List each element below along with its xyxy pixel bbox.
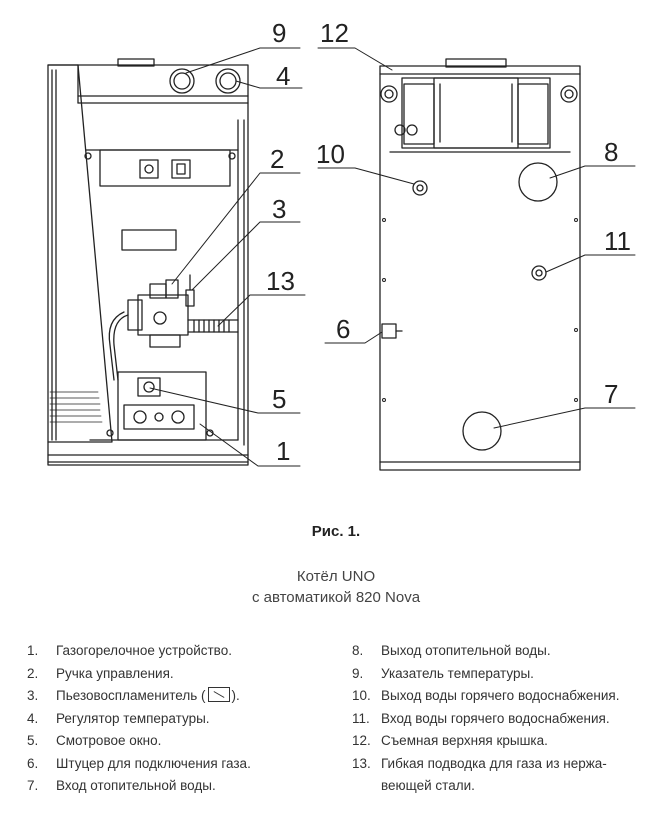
callout-13: 13 bbox=[266, 266, 295, 296]
legend-item: 1. Газогорелочное устройство. bbox=[27, 640, 327, 663]
legend-item: 13. Гибкая подводка для газа из нержа- bbox=[352, 753, 667, 776]
temperature-indicator bbox=[169, 68, 195, 94]
legend-number: 10. bbox=[352, 688, 371, 703]
legend-number: 13. bbox=[352, 755, 371, 771]
callout-1: 1 bbox=[276, 436, 290, 466]
piezo-igniter-icon bbox=[207, 687, 230, 702]
callout-8: 8 bbox=[604, 137, 618, 167]
legend-item: 11. Вход воды горячего водоснабжения. bbox=[352, 708, 667, 731]
legend-item: 7. Вход отопительной воды. bbox=[27, 775, 327, 798]
heating-water-outlet bbox=[518, 162, 558, 202]
legend-text: Смотровое окно. bbox=[56, 733, 162, 748]
boiler-technical-drawing: 9 4 2 3 13 5 1 12 10 8 11 6 7 bbox=[47, 18, 636, 471]
legend-number: 2. bbox=[27, 665, 39, 681]
callout-4: 4 bbox=[276, 61, 290, 91]
callout-5: 5 bbox=[272, 384, 286, 414]
callout-3: 3 bbox=[272, 194, 286, 224]
dhw-water-outlet bbox=[412, 180, 428, 196]
gas-burner-unit bbox=[117, 371, 207, 441]
legend-text: Газогорелочное устройство. bbox=[56, 643, 232, 658]
legend-item: 9. Указатель температуры. bbox=[352, 663, 667, 686]
legend-text: Штуцер для подключения газа. bbox=[56, 755, 251, 771]
legend-text: Вход воды горячего водоснабжения. bbox=[381, 710, 610, 726]
rear-view bbox=[379, 58, 581, 471]
legend-text: Съемная верхняя крышка. bbox=[381, 733, 548, 748]
legend-number: 5. bbox=[27, 733, 39, 748]
legend-number: 11. bbox=[352, 710, 370, 726]
flexible-gas-hose bbox=[187, 319, 239, 333]
legend-text: веющей стали. bbox=[381, 778, 475, 793]
legend-item: 8. Выход отопительной воды. bbox=[352, 640, 667, 663]
figure-subtitle-line1: Котёл UNO bbox=[296, 568, 376, 585]
legend-number: 6. bbox=[27, 755, 39, 771]
legend-number: 7. bbox=[27, 778, 39, 793]
legend-item: 10. Выход воды горячего водоснабжения. bbox=[352, 685, 667, 708]
rating-plate bbox=[121, 229, 177, 251]
callout-10: 10 bbox=[316, 139, 345, 169]
callout-11: 11 bbox=[604, 226, 631, 256]
callout-2: 2 bbox=[270, 144, 284, 174]
legend-text: Пьезовоспламенитель (). bbox=[56, 685, 240, 708]
figure-label: Рис. 1. bbox=[311, 523, 361, 540]
front-view bbox=[47, 58, 249, 466]
callout-12: 12 bbox=[320, 18, 349, 48]
legend-text: Регулятор температуры. bbox=[56, 710, 210, 726]
legend-item: 5. Смотровое окно. bbox=[27, 730, 327, 753]
legend-right-column: 8. Выход отопительной воды. 9. Указатель… bbox=[352, 640, 667, 798]
figure-subtitle-line2: с автоматикой 820 Nova bbox=[251, 589, 421, 606]
legend-left-column: 1. Газогорелочное устройство. 2. Ручка у… bbox=[27, 640, 327, 798]
legend-number: 3. bbox=[27, 688, 39, 703]
legend-number: 1. bbox=[27, 643, 39, 658]
gas-control-valve bbox=[127, 274, 195, 348]
legend-text-after: ). bbox=[231, 688, 240, 703]
legend-number: 9. bbox=[352, 665, 364, 681]
callout-7: 7 bbox=[604, 379, 618, 409]
legend-item: 6. Штуцер для подключения газа. bbox=[27, 753, 327, 776]
legend-text: Гибкая подводка для газа из нержа- bbox=[381, 755, 607, 771]
legend-text: Вход отопительной воды. bbox=[56, 778, 216, 793]
gas-connection-fitting bbox=[381, 323, 397, 339]
legend-number: 8. bbox=[352, 643, 364, 658]
legend-item: 4. Регулятор температуры. bbox=[27, 708, 327, 731]
front-door bbox=[47, 64, 113, 443]
callout-9: 9 bbox=[272, 18, 286, 48]
top-flue-stub bbox=[117, 58, 155, 67]
callout-numbers: 9 4 2 3 13 5 1 12 10 8 11 6 7 bbox=[266, 18, 631, 466]
legend-text: Указатель температуры. bbox=[381, 665, 534, 681]
legend-text: Выход воды горячего водоснабжения. bbox=[381, 688, 620, 703]
legend-number: 4. bbox=[27, 710, 39, 726]
legend-text: Ручка управления. bbox=[56, 665, 174, 681]
legend-text-before: Пьезовоспламенитель ( bbox=[56, 688, 206, 703]
dhw-water-inlet bbox=[531, 265, 547, 281]
sight-glass bbox=[137, 377, 161, 397]
flue-outlet bbox=[445, 58, 507, 68]
leader-lines bbox=[149, 47, 636, 467]
heating-water-inlet bbox=[462, 411, 502, 451]
legend-number: 12. bbox=[352, 733, 371, 748]
callout-6: 6 bbox=[336, 314, 350, 344]
temperature-regulator-knob bbox=[215, 68, 241, 94]
legend-item: веющей стали. bbox=[352, 775, 667, 798]
legend-text: Выход отопительной воды. bbox=[381, 643, 551, 658]
legend-item: 12. Съемная верхняя крышка. bbox=[352, 730, 667, 753]
legend-item: 2. Ручка управления. bbox=[27, 663, 327, 686]
legend-item: 3. Пьезовоспламенитель (). bbox=[27, 685, 327, 708]
